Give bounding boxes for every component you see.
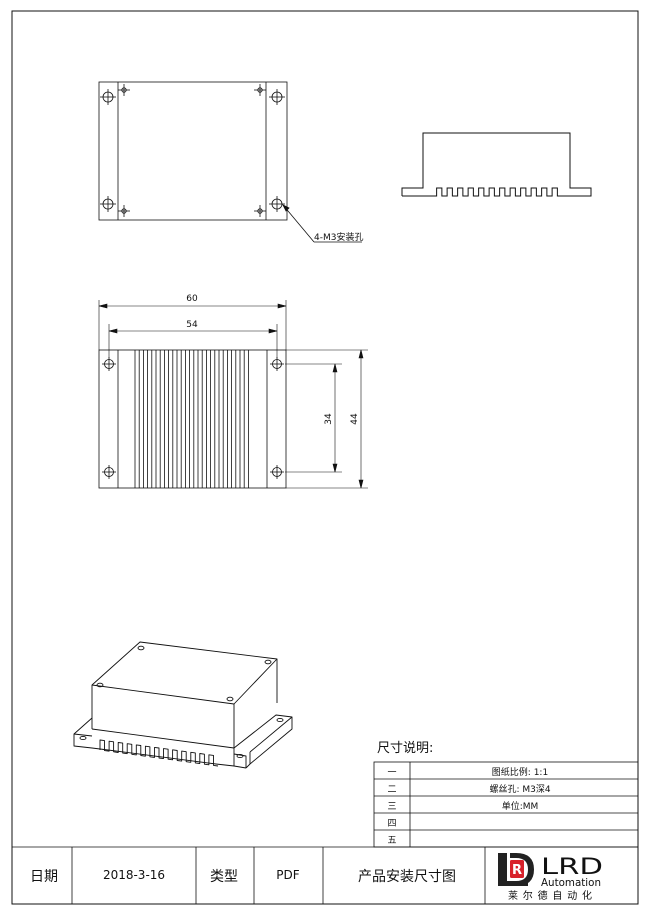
note-text-2: 螺丝孔: M3深4	[489, 783, 550, 795]
note-index-5: 五	[387, 836, 396, 846]
date-value: 2018-3-16	[103, 868, 165, 882]
mount-hole-tr	[254, 84, 285, 105]
mount-hole-tl	[100, 84, 130, 105]
bottom-hole-br	[270, 465, 284, 479]
brand-logo: R	[498, 853, 534, 886]
dim-hole-spacing-height: 34	[324, 413, 334, 425]
dim-overall-height: 44	[350, 413, 360, 425]
sheet-border	[11, 10, 639, 905]
logo-r-glyph: R	[512, 863, 522, 878]
dimension-lines	[98, 300, 368, 489]
top-view	[98, 81, 362, 243]
drawing-title: 产品安装尺寸图	[358, 869, 456, 885]
bottom-hole-tr	[270, 357, 284, 371]
bottom-hole-tl	[102, 357, 116, 371]
notes-rows: 一 图纸比例: 1:1 二 螺丝孔: M3深4 三 单位:MM 四 五	[387, 766, 550, 846]
brand-letters: LRD	[541, 855, 603, 880]
dim-hole-spacing-width: 54	[186, 320, 198, 330]
note-index-2: 二	[387, 785, 396, 795]
isometric-view	[73, 641, 293, 769]
mount-hole-bl	[100, 196, 130, 217]
brand-sub: Automation	[541, 876, 601, 889]
brand-cn: 莱尔德自动化	[508, 889, 592, 902]
side-profile-view	[401, 132, 592, 197]
hole-callout-label: 4-M3安装孔	[314, 231, 363, 243]
type-label: 类型	[210, 869, 238, 885]
notes-heading: 尺寸说明:	[377, 741, 433, 756]
note-text-3: 单位:MM	[502, 800, 539, 812]
note-index-4: 四	[387, 819, 396, 829]
title-block	[12, 846, 638, 904]
note-text-1: 图纸比例: 1:1	[492, 766, 548, 778]
bottom-hole-bl	[102, 465, 116, 479]
note-index-3: 三	[387, 802, 396, 812]
hole-callout-leader	[282, 204, 315, 243]
dim-overall-width: 60	[186, 294, 198, 304]
mount-hole-br	[254, 196, 285, 217]
type-value: PDF	[276, 868, 299, 882]
note-index-1: 一	[387, 768, 396, 778]
bottom-view	[98, 349, 287, 489]
date-label: 日期	[30, 869, 58, 885]
